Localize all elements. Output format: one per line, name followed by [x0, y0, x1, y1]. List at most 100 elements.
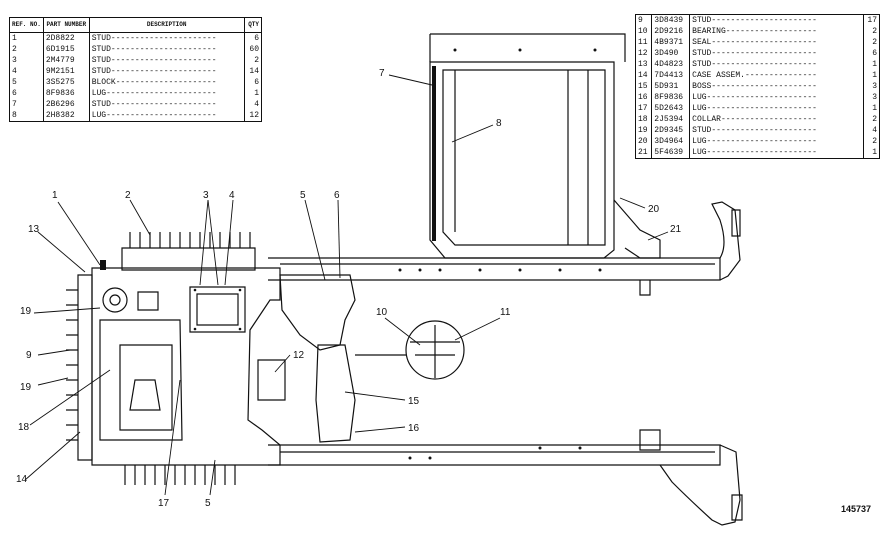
callout-5-lower: 5	[205, 498, 211, 509]
ref-cell: 2	[10, 44, 44, 55]
callout-17: 17	[158, 498, 170, 509]
upper-rail	[268, 257, 721, 281]
description-cell: LUG-----------------------	[89, 88, 245, 99]
header-part: PART NUMBER	[43, 18, 90, 33]
ref-cell: 19	[636, 125, 653, 136]
part-number-cell: 3S5275	[43, 77, 90, 88]
right-end-lower	[659, 444, 741, 526]
description-cell: LUG-----------------------	[689, 147, 864, 158]
description-cell: SEAL----------------------	[689, 37, 864, 48]
description-cell: BEARING-------------------	[689, 26, 864, 37]
stud-row-bottom	[124, 465, 236, 485]
qty-cell: 3	[872, 82, 877, 91]
callout-8: 8	[496, 118, 502, 129]
part-number-cell: 2M4779	[43, 55, 90, 66]
callout-2: 2	[125, 190, 131, 201]
description-cell: BLOCK---------------------	[89, 77, 245, 88]
detail-circle	[405, 320, 465, 380]
description-cell: STUD----------------------	[89, 99, 245, 110]
qty-cell: 6	[872, 49, 877, 58]
description-cell: STUD----------------------	[89, 32, 245, 44]
description-cell: COLLAR--------------------	[689, 114, 864, 125]
cover-plate	[189, 286, 246, 333]
bearing-flange	[102, 287, 128, 313]
description-cell: STUD----------------------	[689, 59, 864, 70]
part-number-cell: 3D490	[651, 48, 691, 59]
callout-1: 1	[52, 190, 58, 201]
part-number-cell: 9M2151	[43, 66, 90, 77]
figure-number: 145737	[840, 504, 871, 514]
callout-9: 9	[26, 350, 32, 361]
ref-cell: 1	[10, 32, 44, 44]
callout-5: 5	[300, 190, 306, 201]
ref-cell: 8	[10, 110, 44, 121]
callout-14: 14	[16, 474, 28, 485]
upper-frame	[429, 61, 615, 259]
callout-10: 10	[376, 307, 388, 318]
qty-cell: 6	[254, 34, 259, 43]
qty-cell: 2	[872, 115, 877, 124]
part-number-cell: 2J5394	[651, 114, 691, 125]
ref-cell: 17	[636, 103, 653, 114]
qty-cell: 1	[872, 148, 877, 157]
part-number-cell: 5F4639	[651, 147, 691, 158]
description-cell: LUG-----------------------	[689, 92, 864, 103]
part-number-cell: 2D9345	[651, 125, 691, 136]
ref-cell: 15	[636, 81, 653, 92]
qty-cell: 1	[872, 104, 877, 113]
qty-cell: 6	[254, 78, 259, 87]
callout-20: 20	[648, 204, 660, 215]
part-number-cell: 2H8382	[43, 110, 90, 121]
ref-cell: 21	[636, 147, 653, 158]
qty-cell: 14	[249, 67, 259, 76]
qty-cell: 4	[254, 100, 259, 109]
qty-cell: 1	[872, 60, 877, 69]
description-cell: STUD----------------------	[89, 55, 245, 66]
callout-4: 4	[229, 190, 235, 201]
qty-cell: 4	[872, 126, 877, 135]
lower-rail	[268, 444, 721, 466]
header-qty: QTY	[244, 18, 261, 33]
ref-cell: 12	[636, 48, 653, 59]
callout-7: 7	[379, 68, 385, 79]
description-cell: LUG-----------------------	[689, 103, 864, 114]
part-number-cell: 8F9836	[43, 88, 90, 99]
callout-15: 15	[408, 396, 420, 407]
callout-21: 21	[670, 224, 682, 235]
ref-cell: 20	[636, 136, 653, 147]
qty-cell: 2	[872, 137, 877, 146]
part-number-cell: 3D8439	[651, 15, 691, 26]
qty-cell: 2	[254, 56, 259, 65]
qty-cell: 12	[249, 111, 259, 120]
center-block	[279, 274, 356, 351]
part-number-cell: 7D4413	[651, 70, 691, 81]
ref-cell: 10	[636, 26, 653, 37]
ref-cell: 13	[636, 59, 653, 70]
callout-12: 12	[293, 350, 305, 361]
qty-cell: 1	[872, 71, 877, 80]
callout-19-lower: 19	[20, 382, 32, 393]
qty-cell: 1	[254, 89, 259, 98]
callout-13: 13	[28, 224, 40, 235]
description-cell: BOSS----------------------	[689, 81, 864, 92]
part-number-cell: 2B6296	[43, 99, 90, 110]
header-ref: REF. NO.	[10, 18, 44, 33]
